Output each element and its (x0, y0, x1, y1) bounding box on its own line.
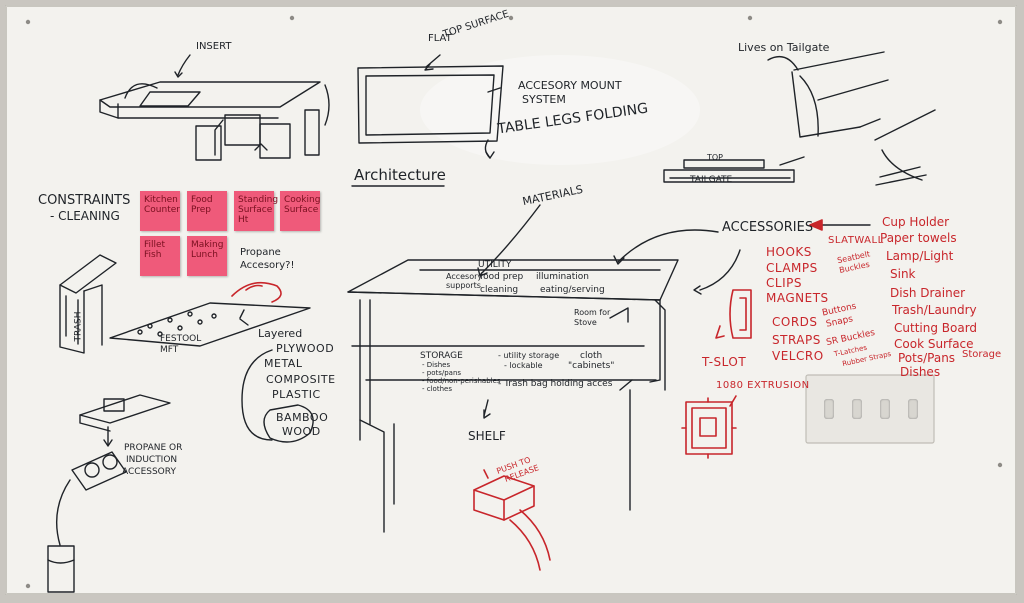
light-switch-toggle (880, 399, 890, 419)
material-item: METAL (264, 357, 303, 370)
storage-item: - clothes (422, 385, 452, 393)
accessory-item: HOOKS (766, 245, 812, 259)
accessory-mount-label: ACCESORY MOUNT (518, 79, 622, 92)
light-switch-toggle (908, 399, 918, 419)
cloth-label: cloth (580, 351, 603, 361)
propane-induction-line: PROPANE OR (124, 443, 183, 453)
sticky-note: Cooking Surface (280, 191, 320, 231)
accessory-right-item: Paper towels (880, 231, 957, 245)
shelf-label: SHELF (468, 429, 506, 443)
flat-label: FLAT (428, 33, 452, 44)
system-label: SYSTEM (522, 93, 566, 106)
storage-right-label: Storage (962, 349, 1002, 360)
eating-serving-label: eating/serving (540, 285, 605, 295)
storage-label: STORAGE (420, 351, 463, 361)
sticky-note: Fillet Fish (140, 236, 180, 276)
accessories-title: ACCESSORIES (722, 220, 814, 235)
accessory-right-item: Trash/Laundry (892, 303, 977, 317)
sticky-note: Food Prep (187, 191, 227, 231)
architecture-label: Architecture (354, 166, 446, 184)
accessory-item: CORDS (772, 315, 818, 329)
accessory-right-item: Lamp/Light (886, 249, 954, 263)
sticky-note: Standing Surface Ht (234, 191, 278, 231)
material-item: COMPOSITE (266, 373, 336, 386)
extrusion-label: 1080 EXTRUSION (716, 380, 810, 391)
accessory-supports-label: Accesory supports (446, 272, 483, 290)
storage-item: - food/non-perishables (422, 377, 501, 385)
accessory-right-item: Pots/Pans (898, 351, 956, 365)
propane-note: Propane Accesory?! (240, 247, 295, 271)
insert-label: INSERT (196, 41, 232, 52)
storage-item: - Dishes (422, 361, 451, 369)
top-label: TOP (707, 153, 724, 162)
lives-on-tailgate-label: Lives on Tailgate (738, 41, 830, 54)
material-item: WOOD (282, 425, 321, 438)
propane-induction-line: ACCESSORY (122, 467, 176, 477)
sticky-note: Making Lunch (187, 236, 227, 276)
accessory-right-item: Dishes (900, 365, 941, 379)
accessory-right-item: Cup Holder (882, 215, 950, 229)
light-switch-toggle (852, 399, 862, 419)
constraints-title: CONSTRAINTS (38, 193, 131, 208)
storage-item: - pots/pans (422, 369, 462, 377)
accessory-item: MAGNETS (766, 291, 829, 305)
slatwall-label: SLATWALL (828, 235, 884, 246)
material-item: PLASTIC (272, 388, 321, 401)
accessory-right-item: Dish Drainer (890, 286, 966, 300)
accessory-item: STRAPS (772, 333, 821, 347)
layered-title: Layered (258, 327, 303, 340)
material-item: PLYWOOD (276, 342, 335, 355)
utility-storage-label: - utility storage (498, 351, 560, 360)
material-item: BAMBOO (276, 411, 329, 424)
room-for-stove-label: Room for Stove (574, 308, 611, 327)
cabinets-label: "cabinets" (568, 361, 615, 371)
light-switch-toggle (824, 399, 834, 419)
lockable-label: - lockable (504, 361, 543, 370)
tailgate-label: TAILGATE (690, 175, 733, 185)
trash-bag-label: - Trash bag holding acces (498, 379, 613, 389)
trash-label: TRASH (73, 311, 84, 342)
accessory-item: CLIPS (766, 276, 802, 290)
propane-induction-line: INDUCTION (126, 455, 178, 465)
accessory-item: VELCRO (772, 349, 824, 363)
accessory-item: CLAMPS (766, 261, 818, 275)
accessory-right-item: Cook Surface (894, 337, 974, 351)
accessory-right-item: Sink (890, 267, 916, 281)
t-slot-label: T-SLOT (702, 355, 747, 369)
festool-label: FESTOOL MFT (160, 334, 202, 355)
food-prep-label: food prep (480, 272, 524, 282)
illumination-label: illumination (536, 272, 589, 282)
sticky-note: Kitchen Counter (140, 191, 180, 231)
cleaning-table-label: cleaning (480, 285, 519, 295)
accessory-right-item: Cutting Board (894, 321, 978, 335)
cleaning-label: - CLEANING (50, 209, 120, 223)
utility-label: UTILITY (478, 260, 512, 270)
